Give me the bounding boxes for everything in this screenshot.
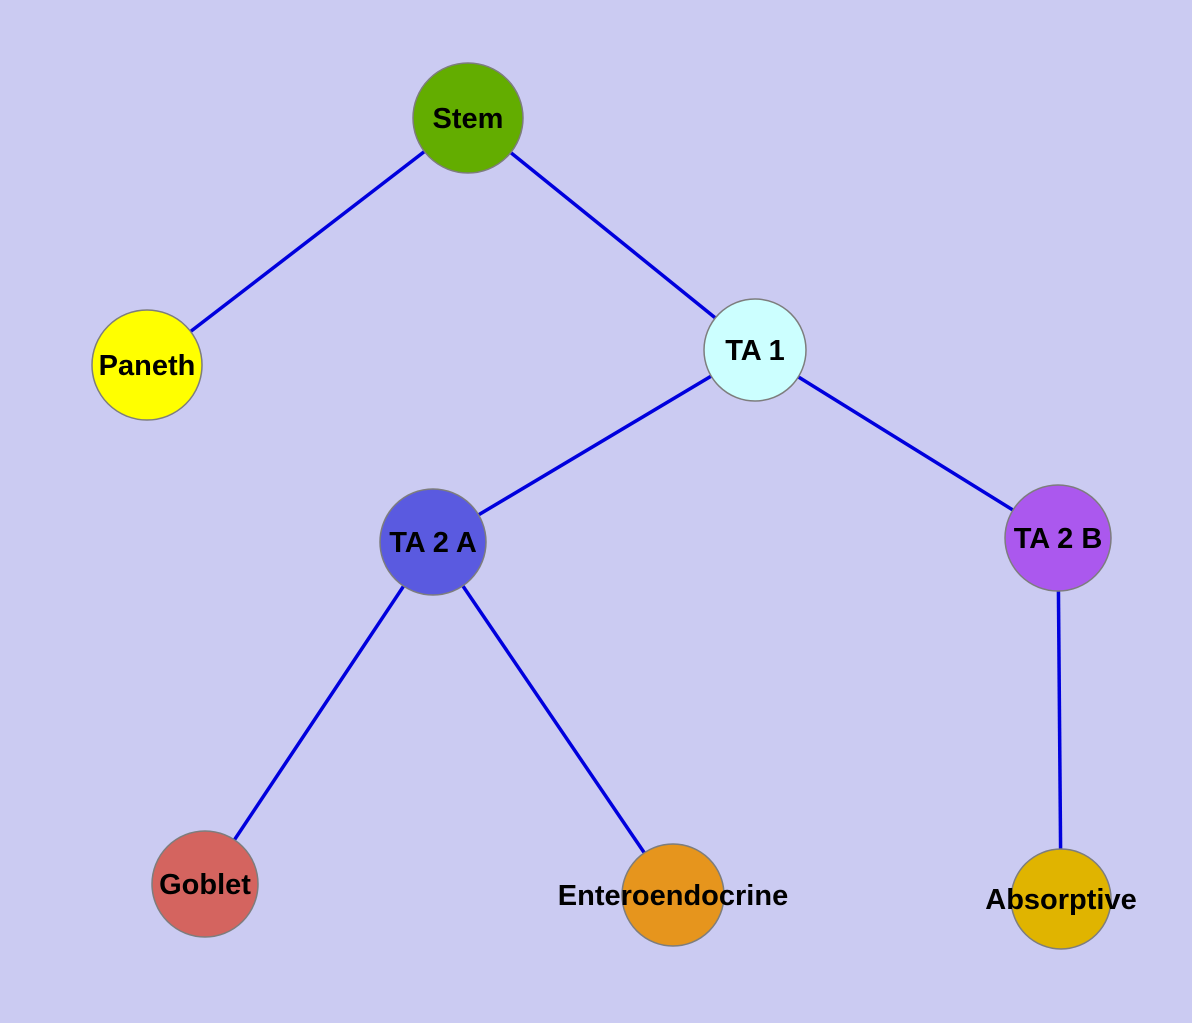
- edge-ta2a-goblet: [203, 541, 435, 885]
- node-circle-enteroendocrine[interactable]: [621, 843, 725, 947]
- edge-stem-ta1: [466, 116, 757, 352]
- node-circle-ta2b[interactable]: [1004, 484, 1112, 592]
- node-paneth[interactable]: Paneth: [91, 309, 203, 421]
- node-circle-paneth[interactable]: [91, 309, 203, 421]
- node-stem[interactable]: Stem: [412, 62, 524, 174]
- node-circle-ta1[interactable]: [703, 298, 807, 402]
- node-goblet[interactable]: Goblet: [151, 830, 259, 938]
- node-circle-ta2a[interactable]: [379, 488, 487, 596]
- node-ta2b[interactable]: TA 2 B: [1004, 484, 1112, 592]
- node-ta2a[interactable]: TA 2 A: [379, 488, 487, 596]
- node-ta1[interactable]: TA 1: [703, 298, 807, 402]
- node-circle-absorptive[interactable]: [1010, 848, 1112, 950]
- edge-ta2b-absorptive: [1056, 537, 1063, 900]
- edge-ta2a-enteroendocrine: [431, 541, 675, 896]
- node-circle-goblet[interactable]: [151, 830, 259, 938]
- node-circle-stem[interactable]: [412, 62, 524, 174]
- edge-ta1-ta2a: [432, 348, 756, 544]
- edge-ta1-ta2b: [754, 348, 1059, 540]
- edge-stem-paneth: [145, 116, 470, 367]
